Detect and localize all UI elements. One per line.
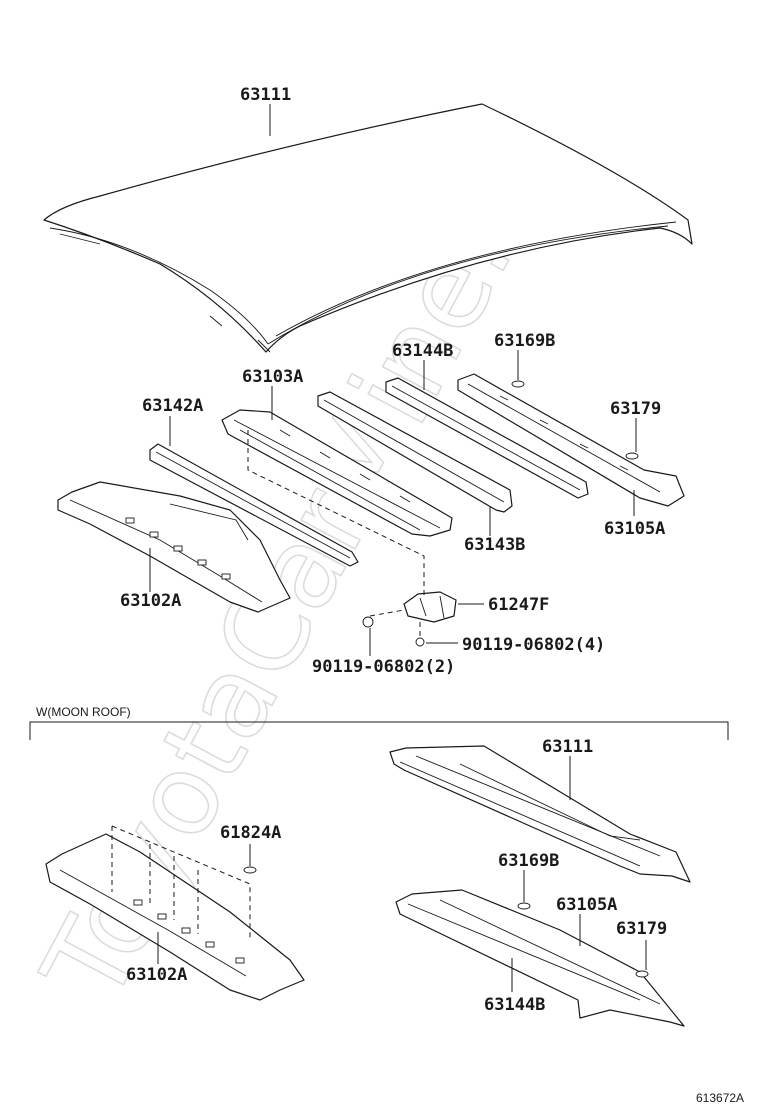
moon-roof-section-bracket: [29, 721, 729, 740]
label-61824a: 61824A: [220, 823, 281, 843]
label-63111-top: 63111: [240, 85, 291, 105]
label-63105a-top: 63105A: [604, 519, 665, 539]
figure-reference: 613672A: [696, 1091, 744, 1105]
roof-bow-63142a: [149, 443, 359, 567]
label-63144b-top: 63144B: [392, 341, 453, 361]
rear-header-63105a-moon-roof: [395, 889, 685, 1027]
label-90119-06802-2: 90119-06802(2): [312, 657, 455, 677]
label-63111-bottom: 63111: [542, 737, 593, 757]
rear-header-63105a: [457, 373, 685, 507]
label-63143b: 63143B: [464, 535, 525, 555]
cap-63169b-bottom: [517, 902, 531, 910]
label-63102a-top: 63102A: [120, 591, 181, 611]
front-header-63102a-moon-roof: [45, 833, 305, 1001]
cap-63179-top: [625, 452, 639, 460]
label-63142a: 63142A: [142, 396, 203, 416]
label-63179-top: 63179: [610, 399, 661, 419]
bolt-90119-right: [415, 637, 425, 647]
label-63105a-bottom: 63105A: [556, 895, 617, 915]
front-header-63102a-top: [57, 481, 291, 613]
roof-panel-63111: [43, 103, 693, 353]
roof-bow-63144b: [385, 377, 589, 499]
cap-63169b-top: [511, 380, 525, 388]
label-63179-bottom: 63179: [616, 919, 667, 939]
label-63169b-bottom: 63169B: [498, 851, 559, 871]
roof-panel-63111-moon-roof: [389, 745, 691, 883]
label-63144b-bottom: 63144B: [484, 995, 545, 1015]
label-63169b-top: 63169B: [494, 331, 555, 351]
label-63102a-bottom: 63102A: [126, 965, 187, 985]
bracket-61247f: [403, 591, 457, 623]
roof-bow-63143b: [317, 391, 513, 513]
clip-90119-left: [362, 616, 374, 628]
section-label-moon-roof: W(MOON ROOF): [36, 705, 131, 719]
label-90119-06802-4: 90119-06802(4): [462, 635, 605, 655]
label-63103a: 63103A: [242, 367, 303, 387]
label-61247f: 61247F: [488, 595, 549, 615]
cap-61824a: [243, 866, 257, 874]
bottom-leader-lines: [111, 756, 647, 992]
roof-bow-63103a: [221, 409, 453, 537]
cap-63179-bottom: [635, 970, 649, 978]
top-leader-lines: [149, 104, 637, 656]
